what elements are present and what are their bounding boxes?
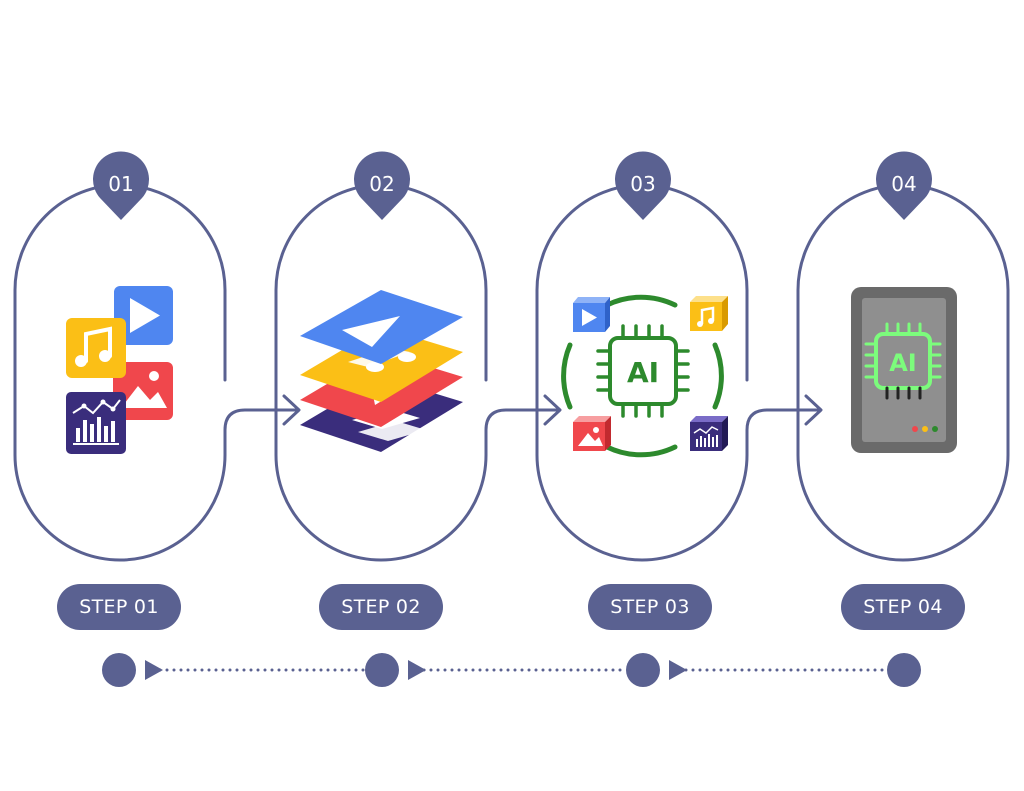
ai-chip-label: AI — [627, 356, 659, 389]
capsule-1-outline — [13, 183, 300, 562]
timeline-node-3 — [626, 653, 660, 687]
stacked-layers-icon — [300, 290, 463, 452]
step-label-1: STEP 01 — [79, 596, 159, 618]
badge-pin-3 — [615, 151, 672, 220]
step-label-2: STEP 02 — [341, 596, 421, 618]
ai-chip-processing-icon: AI — [561, 294, 728, 458]
timeline-node-4 — [887, 653, 921, 687]
chart-cube-icon — [690, 416, 728, 451]
timeline-arrow-2 — [408, 660, 426, 680]
arrow-head-1 — [282, 394, 301, 426]
timeline-arrow-3 — [669, 660, 687, 680]
timeline — [102, 653, 921, 687]
capsule-4-outline — [796, 183, 1010, 562]
badge-pin-1 — [93, 151, 149, 220]
video-cube-icon — [573, 297, 610, 332]
step-number-1: 01 — [108, 172, 134, 196]
ai-device-icon: AI — [851, 287, 957, 453]
music-cube-icon — [690, 296, 728, 331]
step-number-4: 04 — [891, 172, 917, 196]
step-pills-bg — [57, 584, 965, 630]
timeline-node-1 — [102, 653, 136, 687]
step-label-3: STEP 03 — [610, 596, 690, 618]
number-badges — [93, 151, 933, 220]
capsule-2-outline — [274, 183, 561, 562]
badge-pin-2 — [354, 151, 410, 220]
media-files-icon — [66, 286, 173, 454]
step-number-3: 03 — [630, 172, 656, 196]
step-number-2: 02 — [369, 172, 395, 196]
badge-pin-4 — [876, 151, 933, 220]
image-cube-icon — [573, 416, 611, 451]
device-ai-label: AI — [889, 349, 917, 377]
step-label-4: STEP 04 — [863, 596, 943, 618]
timeline-arrow-1 — [145, 660, 163, 680]
arrow-head-3 — [804, 394, 823, 426]
capsule-3-outline — [535, 183, 822, 562]
capsule-outlines — [13, 183, 1010, 562]
arrow-head-2 — [543, 394, 562, 426]
timeline-node-2 — [365, 653, 399, 687]
